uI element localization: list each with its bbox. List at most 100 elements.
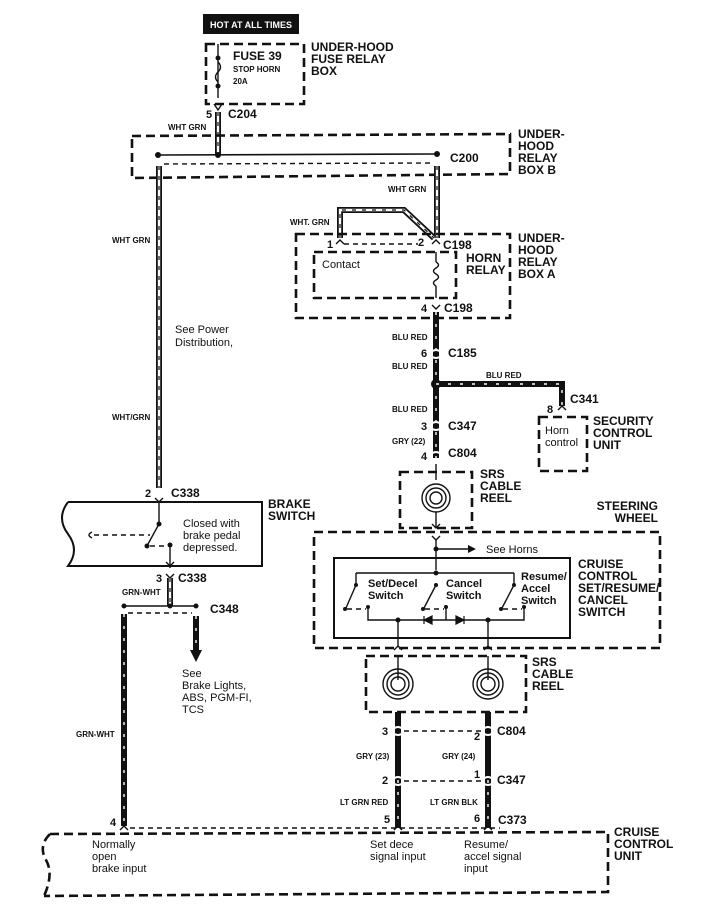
svg-text:depressed.: depressed.	[183, 542, 237, 554]
connector-c347-top	[430, 421, 442, 431]
c198-bottom-label: C198	[444, 301, 473, 315]
svg-text:GRY (24): GRY (24)	[442, 752, 476, 761]
cable-reel-icon	[382, 668, 414, 700]
svg-text:LT GRN RED: LT GRN RED	[340, 798, 389, 807]
svg-text:open: open	[92, 851, 116, 863]
resume-accel-input-label: Resume/	[464, 839, 509, 851]
set-decel-switch-icon	[345, 584, 357, 609]
svg-text:WHT/GRN: WHT/GRN	[112, 413, 150, 422]
svg-text:Distribution,: Distribution,	[175, 337, 233, 349]
resume-accel-switch-icon	[501, 584, 515, 609]
c348-label: C348	[210, 602, 239, 616]
set-decel-switch-label: Set/Decel	[368, 578, 418, 590]
security-unit-title: SECURITY	[593, 414, 654, 428]
svg-text:BLU RED: BLU RED	[392, 405, 428, 414]
cancel-switch-label: Cancel	[446, 578, 482, 590]
svg-text:UNIT: UNIT	[614, 849, 643, 863]
steering-wheel: STEERING WHEEL See Horns	[312, 499, 662, 650]
svg-text:2: 2	[382, 775, 388, 787]
svg-text:1: 1	[327, 239, 333, 251]
arrow-right-icon	[468, 545, 476, 553]
c185-label: C185	[448, 346, 477, 360]
svg-text:GRY (22): GRY (22)	[392, 437, 426, 446]
c338-bottom-label: C338	[178, 571, 207, 585]
svg-text:ABS, PGM-FI,: ABS, PGM-FI,	[182, 692, 252, 704]
cruise-control-unit: Normally open brake input Set dece signa…	[41, 825, 673, 898]
svg-text:BOX A: BOX A	[518, 267, 556, 281]
svg-text:3: 3	[421, 421, 427, 433]
svg-text:WHT GRN: WHT GRN	[112, 236, 150, 245]
svg-text:TCS: TCS	[182, 704, 204, 716]
c204-label: C204	[228, 107, 257, 121]
svg-text:2: 2	[474, 731, 480, 743]
svg-text:HOOD: HOOD	[518, 243, 554, 257]
brake-lights-note: See	[182, 668, 202, 680]
svg-text:CANCEL: CANCEL	[578, 593, 628, 607]
svg-text:WHEEL: WHEEL	[615, 511, 658, 525]
c347-bottom-label: C347	[497, 773, 526, 787]
power-distribution-note: See Power	[175, 324, 229, 336]
cancel-switch-icon	[423, 584, 437, 609]
diode-right-icon	[455, 615, 466, 625]
svg-text:WHT GRN: WHT GRN	[168, 123, 206, 132]
svg-text:WHT GRN: WHT GRN	[388, 185, 426, 194]
svg-text:LT GRN BLK: LT GRN BLK	[430, 798, 478, 807]
pedal-linkage-icon	[88, 531, 93, 539]
svg-text:Switch: Switch	[521, 595, 557, 607]
fuse-relay-box: FUSE 39 STOP HORN 20A UNDER-HOOD FUSE RE…	[204, 40, 394, 106]
svg-text:BOX: BOX	[311, 64, 337, 78]
fuse-box-title: UNDER-HOOD	[311, 40, 394, 54]
svg-text:1: 1	[474, 769, 480, 781]
brake-switch: Closed with brake pedal depressed. BRAKE…	[61, 497, 315, 568]
svg-text:2: 2	[145, 488, 151, 500]
svg-text:Switch: Switch	[446, 590, 482, 602]
c373-label: C373	[498, 813, 527, 827]
svg-text:SET/RESUME/: SET/RESUME/	[578, 581, 660, 595]
brake-switch-note: Closed with	[183, 518, 240, 530]
horn-relay: Contact HORN RELAY	[312, 250, 506, 300]
connector-c348: C348	[121, 602, 239, 616]
horn-relay-title: HORN	[466, 251, 501, 265]
c804-bottom-label: C804	[497, 724, 526, 738]
svg-text:UNIT: UNIT	[593, 438, 622, 452]
c198-top-label: C198	[443, 238, 472, 252]
brake-input-label: Normally	[92, 839, 136, 851]
svg-text:4: 4	[421, 303, 428, 315]
fuse-rating: 20A	[233, 77, 248, 86]
svg-text:control: control	[545, 437, 578, 449]
svg-text:4: 4	[421, 451, 428, 463]
relay-coil-icon	[432, 261, 440, 287]
svg-text:3: 3	[382, 726, 388, 738]
resume-accel-switch-label: Resume/	[521, 571, 567, 583]
svg-text:3: 3	[156, 573, 162, 585]
svg-text:WHT. GRN: WHT. GRN	[290, 218, 330, 227]
cable-reel-icon	[472, 668, 504, 700]
srs-reel-upper-title: SRS	[480, 467, 505, 481]
svg-text:CONTROL: CONTROL	[593, 426, 652, 440]
set-decel-input-label: Set dece	[370, 839, 413, 851]
svg-text:8: 8	[547, 404, 553, 416]
svg-text:BLU RED: BLU RED	[486, 371, 522, 380]
svg-text:CONTROL: CONTROL	[614, 837, 673, 851]
svg-text:GRN-WHT: GRN-WHT	[76, 730, 115, 739]
svg-text:GRN-WHT: GRN-WHT	[122, 588, 161, 597]
svg-text:Accel: Accel	[521, 583, 550, 595]
steering-wheel-title: STEERING	[597, 499, 658, 513]
c341-label: C341	[570, 392, 599, 406]
wire-wht-grn-loop	[337, 207, 437, 241]
cruise-unit-title: CRUISE	[614, 825, 659, 839]
svg-text:BLU RED: BLU RED	[392, 333, 428, 342]
brake-switch-contact-icon	[147, 523, 160, 545]
fuse-name: FUSE 39	[233, 49, 282, 63]
c338-top-label: C338	[171, 486, 200, 500]
contact-label: Contact	[322, 259, 360, 271]
svg-text:BLU RED: BLU RED	[392, 362, 428, 371]
svg-text:CABLE: CABLE	[532, 667, 573, 681]
srs-reel-lower-title: SRS	[532, 655, 557, 669]
cruise-control-switch: Set/Decel Switch Cancel Switch Resume/ A…	[333, 557, 660, 651]
wire-brake-lights-branch	[190, 616, 202, 662]
security-control-unit: Horn control SECURITY CONTROL UNIT	[537, 414, 654, 473]
svg-text:4: 4	[110, 817, 117, 829]
svg-text:6: 6	[421, 348, 427, 360]
